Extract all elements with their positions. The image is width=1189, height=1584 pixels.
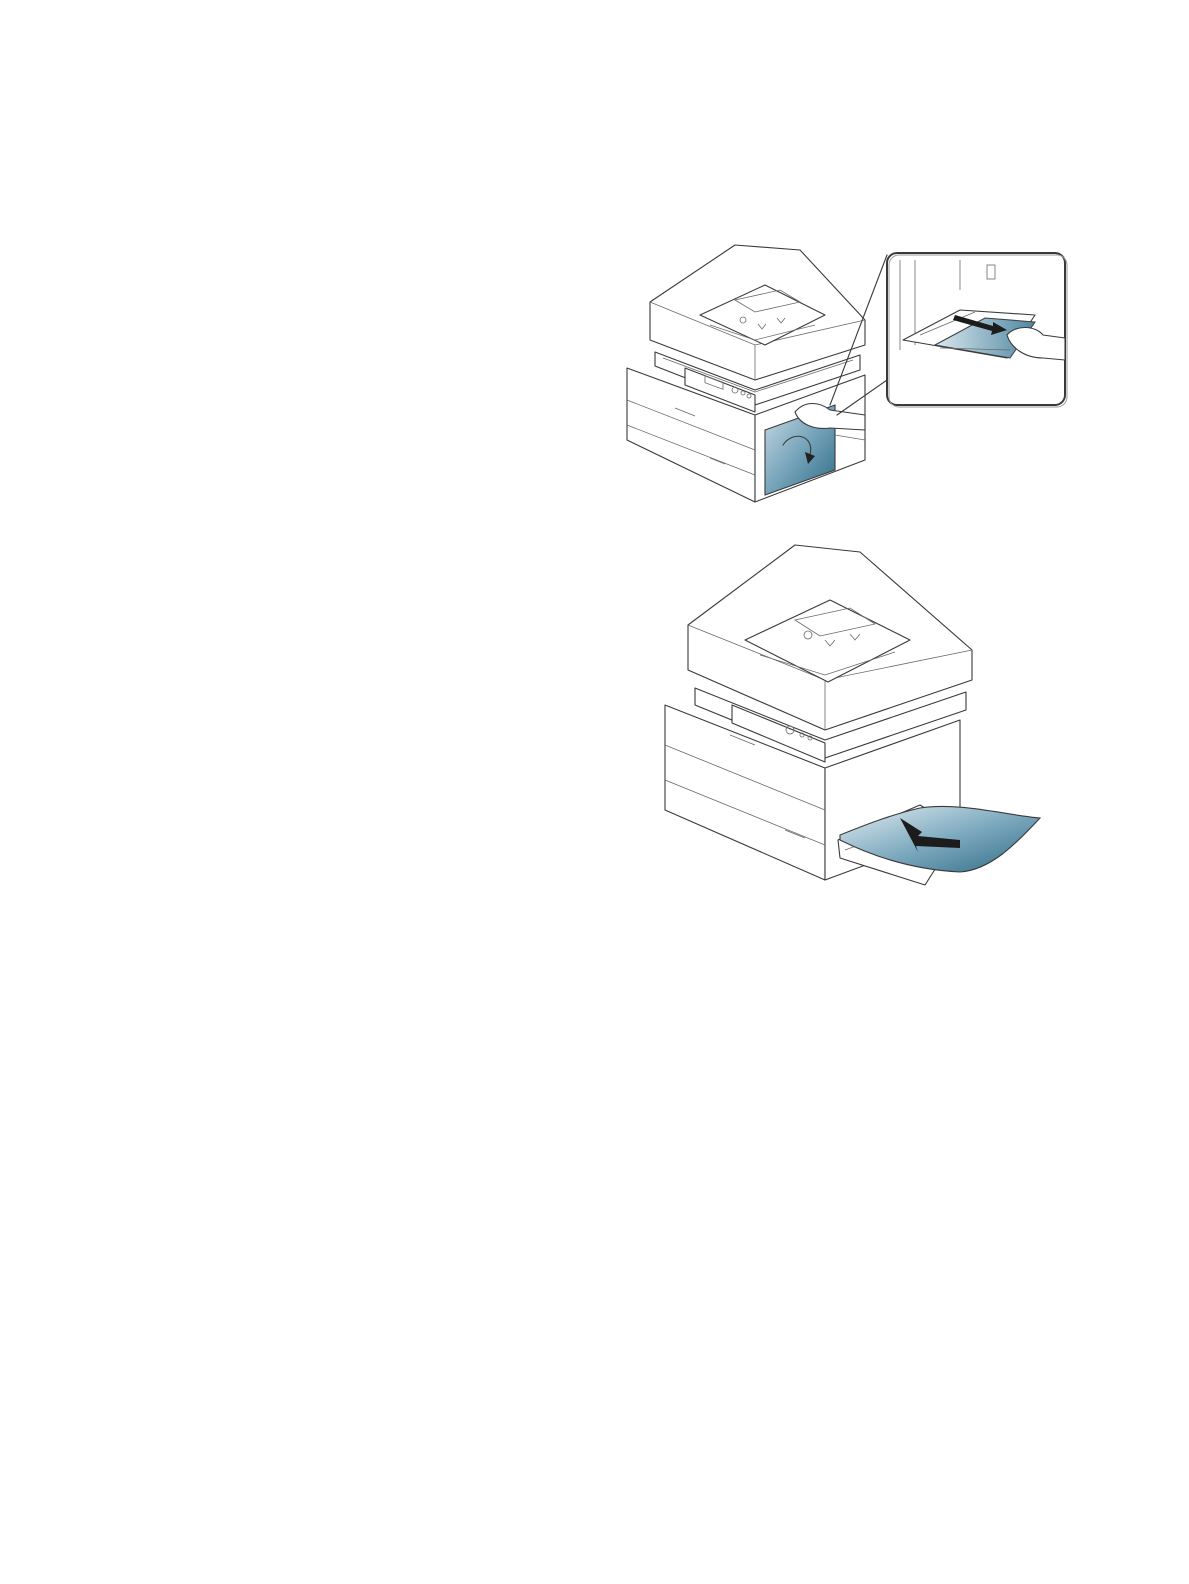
- printer-illustration: [660, 540, 1045, 900]
- figure-open-multipurpose-tray: [615, 240, 1070, 505]
- figure-load-paper-multipurpose-tray: [660, 540, 1045, 900]
- printer-illustration: [615, 240, 1070, 505]
